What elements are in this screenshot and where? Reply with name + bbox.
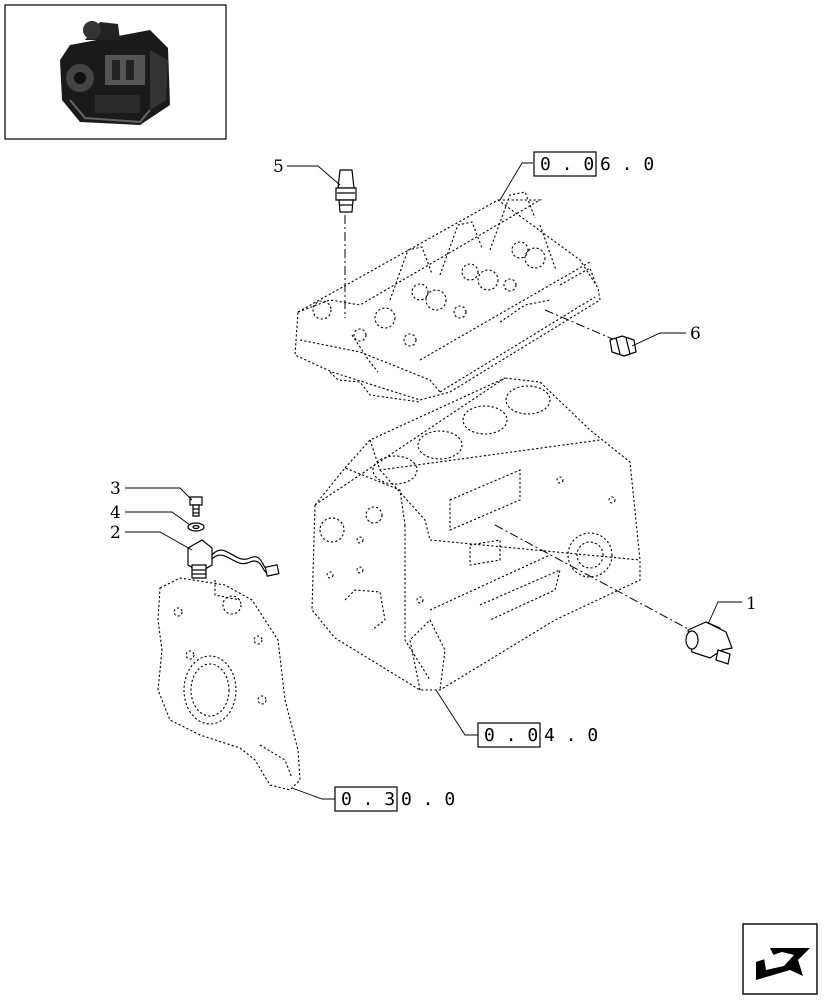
ref-rest-text: 0 . 0 xyxy=(401,789,455,810)
part-5-sensor[interactable] xyxy=(335,169,357,213)
callout-1[interactable]: 1 xyxy=(746,594,757,614)
crankcase xyxy=(311,377,641,691)
ref-rest-text: 4 . 0 xyxy=(544,725,598,746)
part-2-sensor[interactable] xyxy=(187,539,280,579)
part-3-screw[interactable] xyxy=(189,496,203,517)
ref-rest-text: 6 . 0 xyxy=(600,154,654,175)
callout-5[interactable]: 5 xyxy=(273,157,284,177)
part-6-sensor[interactable] xyxy=(609,335,637,357)
cylinder-head xyxy=(294,191,601,403)
callout-6[interactable]: 6 xyxy=(690,324,701,344)
next-page-arrow-icon xyxy=(756,948,810,980)
callout-3[interactable]: 3 xyxy=(110,479,121,499)
ref-boxed-text: 0 . 3 xyxy=(341,789,395,810)
callout-2[interactable]: 2 xyxy=(110,523,121,543)
engine-thumbnail-icon xyxy=(60,21,170,125)
part-4-washer[interactable] xyxy=(187,522,205,532)
next-page-button[interactable] xyxy=(742,923,818,995)
ref-boxed-text: 0 . 0 xyxy=(540,154,594,175)
ref-cylinder-head[interactable]: 0 . 0 6 . 0 xyxy=(533,151,654,177)
axis-part-1 xyxy=(494,524,691,631)
ref-timing-cover[interactable]: 0 . 3 0 . 0 xyxy=(334,786,455,812)
ref-boxed-text: 0 . 0 xyxy=(484,725,538,746)
timing-cover xyxy=(157,577,301,791)
callout-4[interactable]: 4 xyxy=(110,503,121,523)
engine-thumbnail[interactable] xyxy=(4,4,227,140)
part-1-sensor[interactable] xyxy=(685,621,733,665)
ref-crankcase[interactable]: 0 . 0 4 . 0 xyxy=(477,722,598,748)
leader-lines xyxy=(125,162,742,800)
axis-part-6 xyxy=(544,309,616,341)
